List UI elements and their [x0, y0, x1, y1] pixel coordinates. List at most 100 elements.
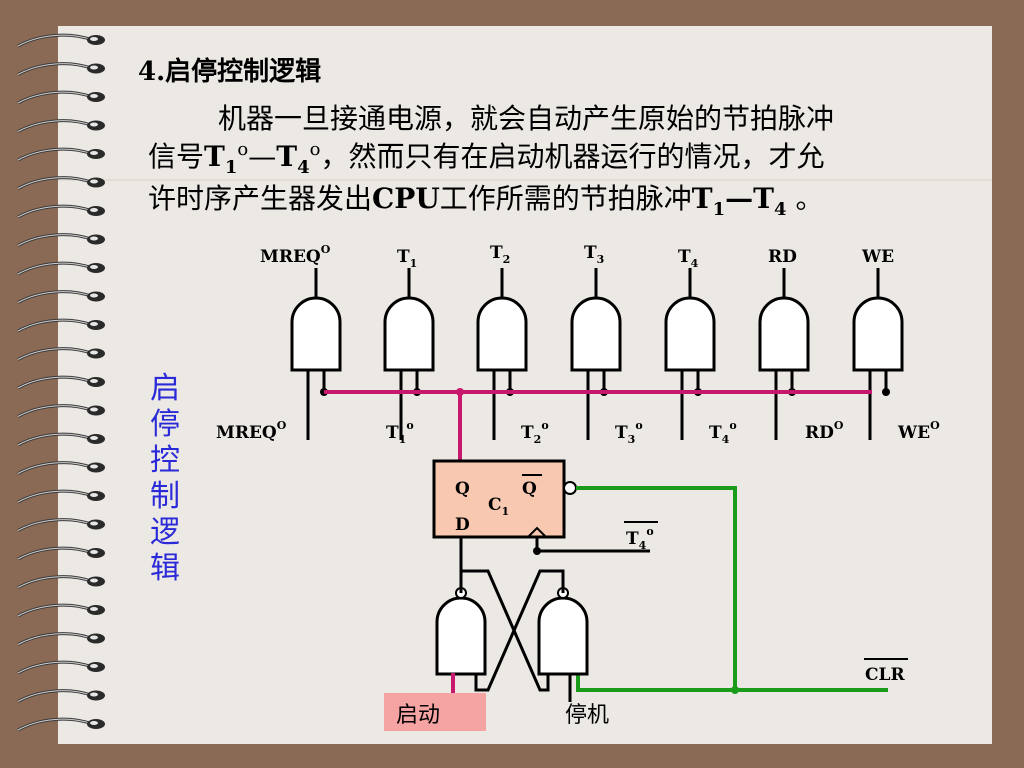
spiral-hole [90, 607, 98, 611]
spiral-hole [90, 94, 98, 98]
gate-input-label: MREQO [260, 243, 331, 267]
spiral-hole [90, 550, 98, 554]
spiral-coil [17, 690, 93, 702]
gate-output-label: T3o [615, 419, 643, 446]
gate-output-label: MREQO [216, 419, 287, 443]
clr-wire [576, 673, 888, 692]
clock-label: T4o [626, 525, 654, 552]
gate-input-label: T4 [678, 247, 699, 270]
spiral-coil [17, 91, 93, 104]
spiral-coil [17, 319, 93, 332]
spiral-hole [90, 664, 98, 668]
and-gate [852, 296, 904, 372]
flipflop-body [432, 459, 566, 539]
paragraph-line-2: 信号T1o—T4o，然而只有在启动机器运行的情况，才允 [148, 139, 824, 178]
side-title-char: 制 [150, 479, 180, 514]
spiral-coil [17, 604, 93, 617]
spiral-hole [90, 436, 98, 440]
spiral-hole [90, 379, 98, 383]
spiral-hole [90, 464, 98, 469]
spiral-coil [17, 547, 93, 560]
spiral-coil [17, 291, 93, 303]
spiral-coil [17, 633, 93, 645]
and-gate [383, 296, 435, 372]
gate-input-label: T3 [584, 243, 604, 266]
gate-output-label: RDO [805, 419, 844, 443]
gate-input-label: T1 [397, 247, 417, 270]
spiral-coil [17, 348, 93, 360]
and-gate [476, 296, 528, 372]
spiral-coil [17, 234, 93, 246]
spiral-hole [90, 721, 98, 725]
gate-output-label: T4o [709, 419, 737, 446]
gate-input-label: WE [861, 247, 894, 267]
and-gate [664, 296, 716, 372]
side-title-char: 控 [150, 443, 180, 478]
spiral-hole [90, 65, 98, 70]
slide-heading: 4.启停控制逻辑 [138, 56, 321, 87]
spiral-hole [90, 692, 98, 697]
spiral-coil [17, 376, 93, 389]
spiral-coil [17, 120, 93, 132]
paragraph-line-1: 机器一旦接通电源，就会自动产生原始的节拍脉冲 [218, 102, 834, 135]
and-gate [435, 596, 487, 676]
clr-junction [731, 686, 739, 694]
spiral-hole [90, 493, 98, 497]
spiral-coil [17, 63, 93, 75]
spiral-hole [90, 578, 98, 583]
clock-junction [533, 547, 541, 555]
spiral-coil [17, 490, 93, 503]
spiral-hole [90, 350, 98, 355]
spiral-coil [17, 576, 93, 588]
stop-label: 停机 [565, 703, 609, 728]
flipflop-qbar-bubble [563, 481, 577, 495]
flipflop-d-label: D [455, 515, 470, 535]
spiral-hole [90, 122, 98, 127]
spiral-coil [17, 462, 93, 474]
spiral-hole [90, 37, 98, 41]
flipflop-qbar-label: Q [522, 479, 537, 499]
side-title: 启 停 控 制 逻 辑 [150, 371, 180, 586]
flipflop-q-label: Q [455, 479, 470, 499]
flipflop-clock-triangle [527, 526, 547, 538]
enable-junction [882, 388, 890, 396]
spiral-coil [17, 718, 93, 731]
spiral-coil [17, 405, 93, 417]
spiral-coil [17, 262, 93, 275]
gate-input-label: RD [768, 247, 797, 267]
start-button-box[interactable] [384, 693, 486, 731]
side-title-char: 逻 [150, 515, 180, 550]
bus-junction [456, 388, 464, 396]
spiral-hole [90, 265, 98, 269]
spiral-coil [17, 519, 93, 531]
gate-output-label: T2o [521, 419, 549, 446]
flipflop-c1-label: C1 [488, 495, 509, 518]
and-gate [570, 296, 622, 372]
slide-paper [58, 26, 992, 744]
start-stop-latch [435, 537, 589, 702]
spiral-coil [17, 177, 93, 189]
gate-input-label: T2 [490, 243, 510, 266]
side-title-char: 启 [150, 371, 180, 406]
spiral-binding [17, 33, 105, 732]
spiral-hole [90, 407, 98, 412]
clr-label: CLR [865, 665, 905, 685]
spiral-coil [17, 148, 93, 161]
and-gate [537, 596, 589, 676]
side-title-char: 辑 [150, 551, 180, 586]
spiral-coil [17, 205, 93, 218]
spiral-hole [90, 236, 98, 241]
qbar-feedback-wire [576, 486, 737, 690]
paragraph-line-3: 许时序产生器发出CPU工作所需的节拍脉冲T1—T4 。 [148, 182, 823, 220]
spiral-coil [17, 433, 93, 446]
latch-wire [474, 569, 565, 692]
spiral-hole [90, 208, 98, 212]
spiral-hole [90, 179, 98, 184]
flipflop-c1: Q Q C1 D [432, 459, 577, 539]
spiral-hole [90, 293, 98, 298]
spiral-hole [90, 322, 98, 326]
spiral-hole [90, 635, 98, 640]
gate-output-label: WEO [897, 419, 940, 443]
